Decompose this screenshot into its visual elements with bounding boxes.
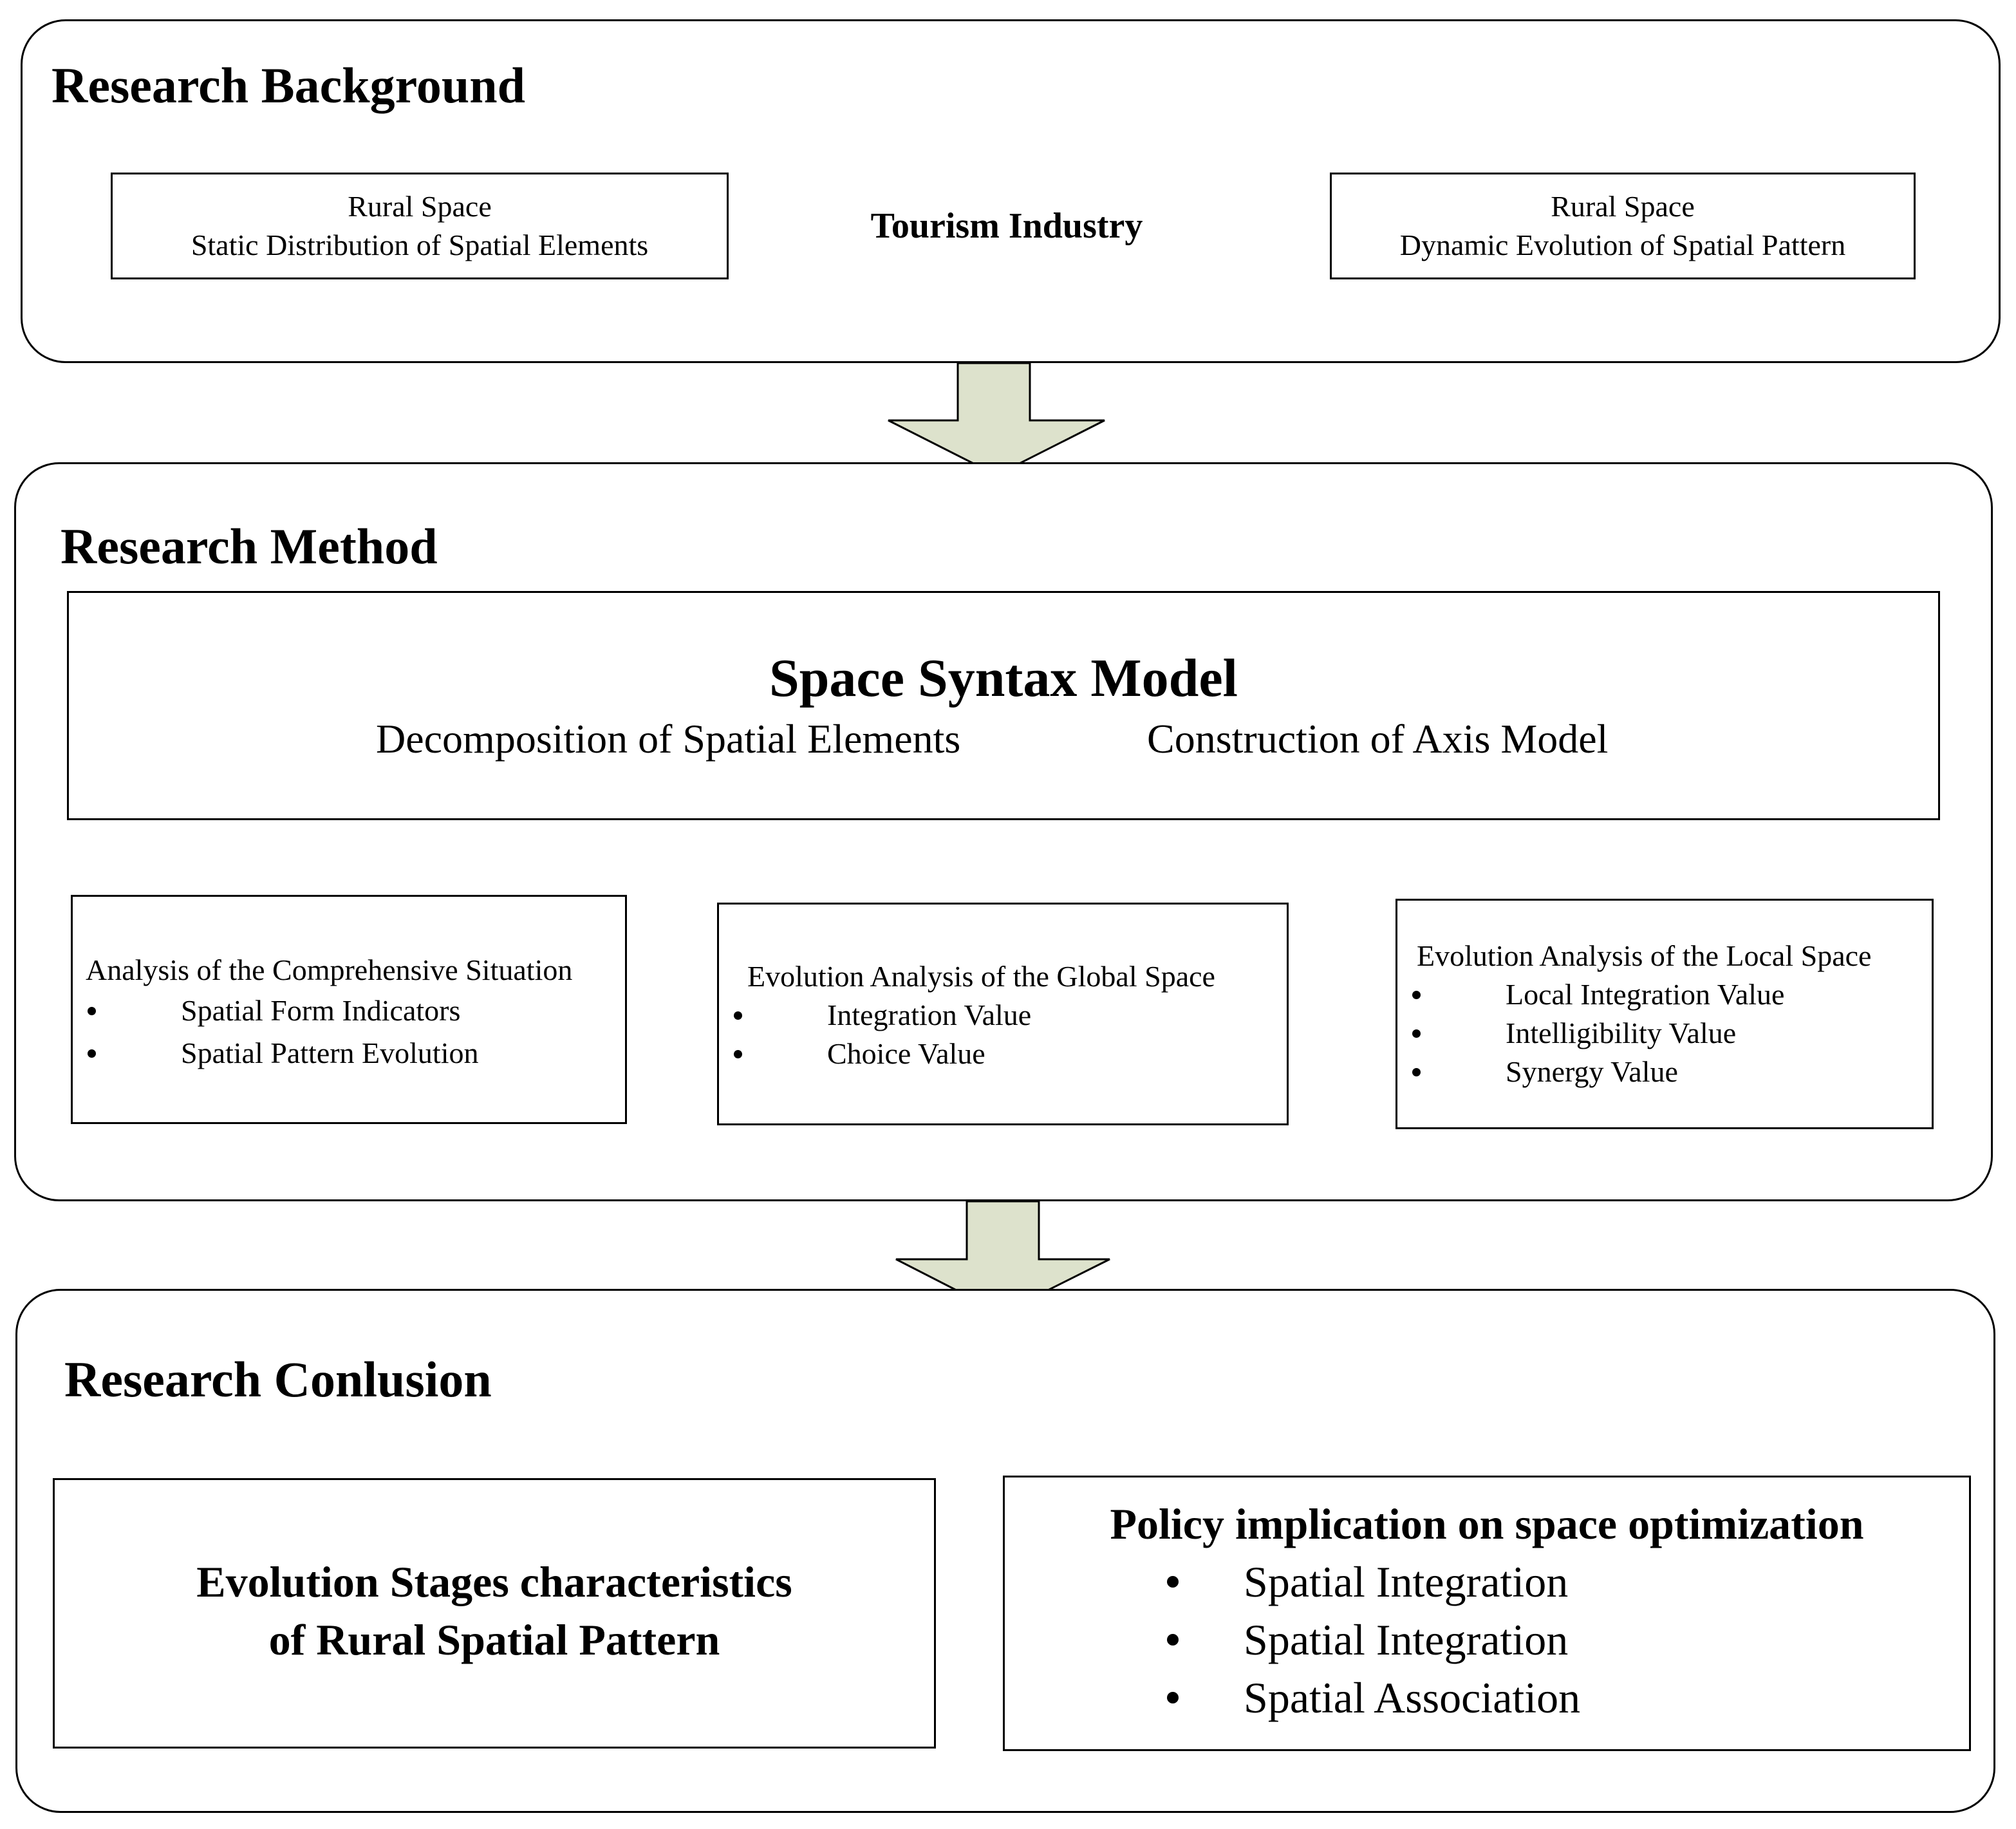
bullet-icon — [1167, 1634, 1179, 1646]
list-item: Intelligibility Value — [1397, 1014, 1932, 1053]
local-space-list: Local Integration Value Intelligibility … — [1397, 975, 1932, 1091]
list-item: Integration Value — [719, 996, 1287, 1035]
static-distribution-line2: Static Distribution of Spatial Elements — [191, 229, 649, 261]
research-background-title: Research Background — [51, 57, 526, 113]
static-distribution-box: Rural Space Static Distribution of Spati… — [111, 173, 729, 279]
comprehensive-situation-box: Analysis of the Comprehensive Situation … — [71, 895, 627, 1124]
list-item: Choice Value — [719, 1035, 1287, 1073]
list-item: Synergy Value — [1397, 1053, 1932, 1091]
local-space-box: Evolution Analysis of the Local Space Lo… — [1395, 899, 1934, 1129]
bullet-icon — [734, 1011, 742, 1020]
dynamic-evolution-line2: Dynamic Evolution of Spatial Pattern — [1399, 229, 1846, 261]
policy-implication-box — [1003, 1476, 1971, 1751]
flow-arrow-background-to-method — [888, 362, 1105, 476]
global-space-box: Evolution Analysis of the Global Space I… — [717, 903, 1289, 1125]
tourism-industry-label: Tourism Industry — [870, 206, 1143, 246]
bullet-icon — [1167, 1692, 1179, 1703]
global-space-title: Evolution Analysis of the Global Space — [747, 960, 1215, 993]
research-method-title: Research Method — [61, 518, 438, 574]
space-syntax-model-box — [67, 591, 1940, 820]
comprehensive-situation-title: Analysis of the Comprehensive Situation — [86, 953, 573, 986]
list-item: Spatial Integration — [1159, 1553, 1580, 1611]
static-distribution-line1: Rural Space — [348, 190, 492, 223]
local-space-title: Evolution Analysis of the Local Space — [1417, 939, 1872, 972]
bullet-icon — [1167, 1576, 1179, 1588]
bullet-icon — [1412, 1029, 1421, 1038]
list-item: Spatial Integration — [1159, 1611, 1580, 1669]
list-item: Spatial Association — [1159, 1669, 1580, 1727]
flow-arrow-method-to-conclusion — [895, 1200, 1110, 1315]
axis-model-label: Construction of Axis Model — [1147, 716, 1609, 762]
bullet-icon — [1412, 991, 1421, 999]
policy-implication-list: Spatial Integration Spatial Integration … — [1159, 1553, 1580, 1727]
list-item: Local Integration Value — [1397, 975, 1932, 1014]
dynamic-evolution-line1: Rural Space — [1551, 190, 1695, 223]
policy-implication-title: Policy implication on space optimization — [1110, 1499, 1864, 1548]
evolution-stages-box — [53, 1478, 936, 1749]
bullet-icon — [88, 1007, 96, 1015]
bullet-icon — [88, 1049, 96, 1058]
list-item: Spatial Pattern Evolution — [73, 1032, 625, 1074]
dynamic-evolution-box: Rural Space Dynamic Evolution of Spatial… — [1330, 173, 1916, 279]
decomposition-label: Decomposition of Spatial Elements — [376, 716, 961, 762]
research-conclusion-title: Research Conlusion — [64, 1351, 492, 1407]
bullet-icon — [1412, 1068, 1421, 1076]
global-space-list: Integration Value Choice Value — [719, 996, 1287, 1073]
bullet-icon — [734, 1050, 742, 1058]
evolution-stages-line1: Evolution Stages characteristics — [196, 1557, 792, 1606]
list-item: Spatial Form Indicators — [73, 990, 625, 1032]
space-syntax-model-title: Space Syntax Model — [769, 648, 1238, 708]
comprehensive-situation-list: Spatial Form Indicators Spatial Pattern … — [73, 990, 625, 1074]
evolution-stages-line2: of Rural Spatial Pattern — [268, 1615, 720, 1664]
